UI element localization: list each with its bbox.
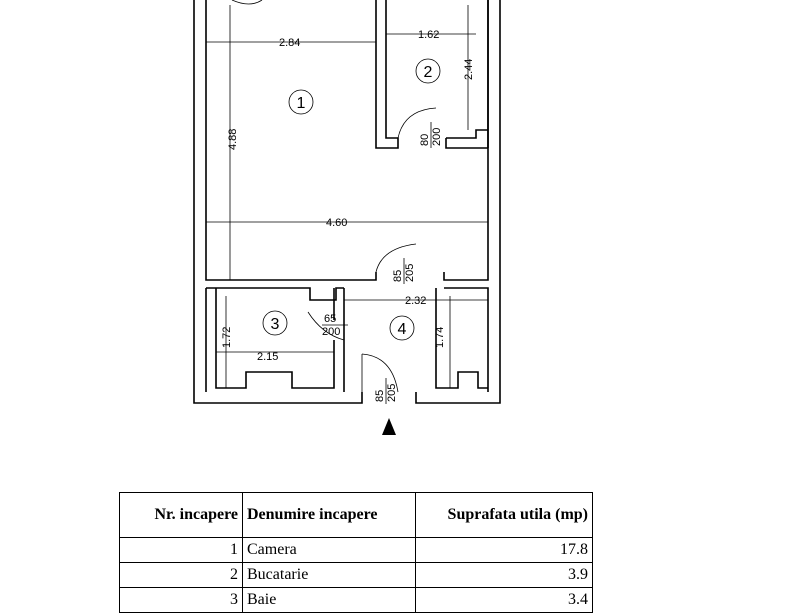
room2-walls [375, 0, 489, 149]
svg-text:205: 205 [386, 384, 398, 402]
header-room-number: Nr. incapere [119, 492, 243, 538]
cell-usable-area: 3.9 [415, 562, 593, 588]
svg-text:4: 4 [398, 321, 407, 338]
dim-room3-length: 1.72 [221, 327, 233, 348]
dim-room2-length: 2.44 [463, 59, 475, 80]
door-label-room3: 65 200 [322, 313, 348, 338]
cell-room-number: 3 [119, 587, 243, 613]
cell-room-name: Bucatarie [242, 562, 416, 588]
dimension-lines [206, 5, 488, 388]
door-label-entrance: 85 205 [374, 378, 398, 404]
table-row: 1 Camera 17.8 [119, 537, 593, 563]
dim-room1-length: 4.88 [227, 129, 239, 150]
dim-room4-width: 2.32 [405, 295, 426, 307]
dim-room3-width: 2.15 [257, 351, 278, 363]
rooms-table: Nr. incapere Denumire incapere Suprafata… [119, 492, 593, 613]
cell-room-name: Baie [242, 587, 416, 613]
svg-text:80: 80 [419, 134, 431, 146]
svg-text:200: 200 [431, 128, 443, 146]
header-room-name: Denumire incapere [242, 492, 416, 538]
header-usable-area: Suprafata utila (mp) [415, 492, 593, 538]
middle-wall [205, 287, 489, 392]
dim-room4-length: 1.74 [434, 327, 446, 348]
door-swings [231, 0, 437, 393]
room-number-3: 3 [262, 310, 288, 336]
svg-text:85: 85 [392, 270, 404, 282]
cell-usable-area: 3.4 [415, 587, 593, 613]
svg-text:1: 1 [297, 95, 306, 112]
svg-text:200: 200 [322, 326, 340, 338]
outer-walls [193, 0, 501, 404]
dim-room1-total-width: 4.60 [326, 217, 347, 229]
svg-text:205: 205 [404, 264, 416, 282]
dim-room2-width: 1.62 [418, 29, 439, 41]
svg-text:2: 2 [424, 64, 433, 81]
table-header-row: Nr. incapere Denumire incapere Suprafata… [119, 492, 593, 538]
cell-usable-area: 17.8 [415, 537, 593, 563]
lower-walls [215, 288, 488, 392]
svg-text:3: 3 [271, 316, 280, 333]
cell-room-number: 1 [119, 537, 243, 563]
room-number-4: 4 [389, 315, 415, 341]
table-row: 3 Baie 3.4 [119, 587, 593, 613]
dim-room1-width: 2.84 [279, 37, 300, 49]
cell-room-name: Camera [242, 537, 416, 563]
door-label-room1: 85 205 [392, 258, 416, 284]
svg-text:85: 85 [374, 390, 386, 402]
door-label-room2: 80 200 [419, 122, 443, 148]
svg-text:65: 65 [324, 313, 336, 325]
table-row: 2 Bucatarie 3.9 [119, 562, 593, 588]
floor-plan: 2.84 4.88 4.60 1.62 2.44 2.15 1.72 2.32 … [193, 0, 501, 435]
room-number-1: 1 [288, 89, 314, 115]
cell-room-number: 2 [119, 562, 243, 588]
entrance-arrow-icon [382, 418, 396, 435]
room-number-2: 2 [415, 58, 441, 84]
